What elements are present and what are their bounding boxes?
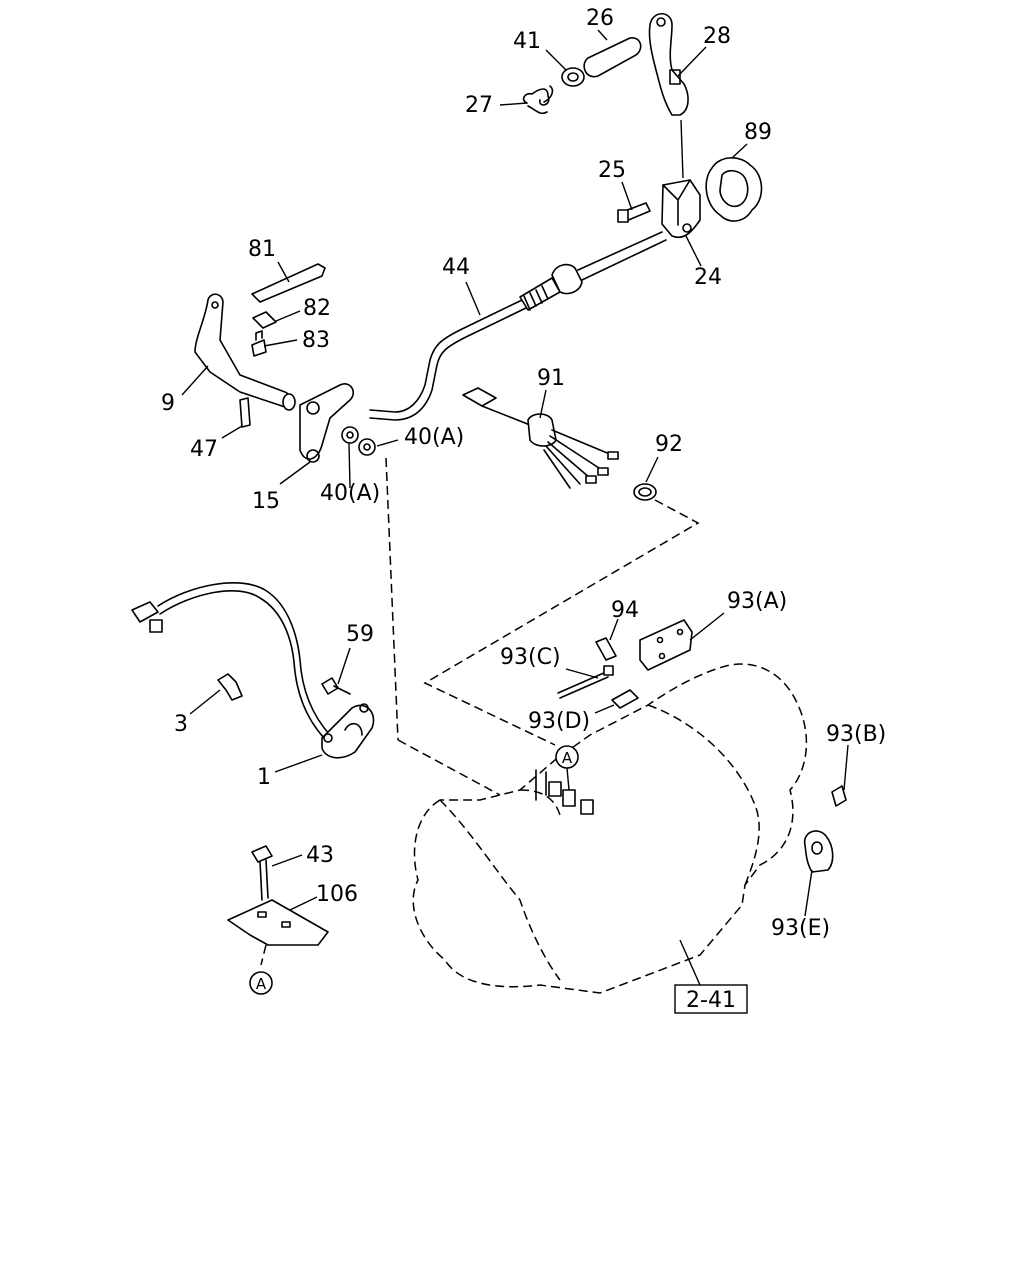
clip-93b xyxy=(831,785,847,807)
shift-rod-44 xyxy=(369,231,667,421)
bolt-43 xyxy=(251,845,273,901)
lever-15 xyxy=(299,383,355,463)
bolt-59 xyxy=(321,677,351,695)
clamp-93e xyxy=(803,830,834,873)
callout-91: 91 xyxy=(537,366,565,391)
callout-93b: 93(B) xyxy=(826,722,886,747)
callout-82: 82 xyxy=(303,296,331,321)
boss-1 xyxy=(548,781,562,797)
callout-1: 1 xyxy=(257,765,271,790)
callout-93e: 93(E) xyxy=(771,916,830,941)
reference-box: 2-41 xyxy=(674,984,748,1014)
callout-81: 81 xyxy=(248,237,276,262)
tie-93c xyxy=(557,665,614,699)
sensor-1 xyxy=(321,703,375,759)
callout-24: 24 xyxy=(694,265,722,290)
callout-83: 83 xyxy=(302,328,330,353)
marker-a-bottom-text: A xyxy=(256,975,267,993)
bolt-25 xyxy=(617,202,651,223)
marker-a-top-text: A xyxy=(562,749,573,767)
callout-106: 106 xyxy=(316,882,358,907)
plate-106 xyxy=(227,899,329,946)
callout-93d: 93(D) xyxy=(528,709,590,734)
plate-81 xyxy=(251,263,326,303)
marker-a-bottom: A xyxy=(249,971,273,995)
pin-47 xyxy=(239,397,251,428)
callout-44: 44 xyxy=(442,255,470,280)
callout-leaders xyxy=(181,29,849,986)
callout-9: 9 xyxy=(161,391,175,416)
callout-15: 15 xyxy=(252,489,280,514)
harness-91 xyxy=(462,387,619,489)
lever-28 xyxy=(648,12,689,116)
transmission-housing xyxy=(412,663,808,994)
callout-47: 47 xyxy=(190,437,218,462)
lever-shaft-9 xyxy=(194,293,296,411)
pin-26 xyxy=(583,37,642,78)
guide-lines xyxy=(260,457,700,966)
gasket-89 xyxy=(705,157,763,222)
washer-41 xyxy=(561,67,585,87)
callout-26: 26 xyxy=(586,6,614,31)
bracket-93a xyxy=(639,619,693,671)
o-ring-92 xyxy=(633,483,657,501)
callout-28: 28 xyxy=(703,24,731,49)
bolt-83 xyxy=(251,330,267,357)
callout-89: 89 xyxy=(744,120,772,145)
boss-3 xyxy=(580,799,594,815)
sensor-cable xyxy=(131,582,331,739)
callout-92: 92 xyxy=(655,432,683,457)
plate-82 xyxy=(252,311,277,329)
nut-40a-1 xyxy=(341,426,359,444)
bolt-94 xyxy=(595,637,617,661)
callout-93a: 93(A) xyxy=(727,589,787,614)
callout-40a-upper: 40(A) xyxy=(404,425,464,450)
bracket-24 xyxy=(661,179,701,239)
callout-93c: 93(C) xyxy=(500,645,561,670)
callout-59: 59 xyxy=(346,622,374,647)
callout-94: 94 xyxy=(611,598,639,623)
nut-40a-2 xyxy=(358,438,376,456)
callout-27: 27 xyxy=(465,93,493,118)
clip-93d xyxy=(611,689,639,709)
callout-43: 43 xyxy=(306,843,334,868)
callout-labels: 26 41 28 27 89 25 24 81 82 83 44 9 47 91… xyxy=(161,6,886,941)
centerline-28-24 xyxy=(680,119,684,179)
boss-2 xyxy=(562,789,576,807)
callout-3: 3 xyxy=(174,712,188,737)
reference-box-text: 2-41 xyxy=(686,988,736,1013)
spring-27 xyxy=(522,85,554,115)
clip-3 xyxy=(217,673,243,701)
callout-41: 41 xyxy=(513,29,541,54)
marker-a-top: A xyxy=(555,745,579,791)
callout-40a-lower: 40(A) xyxy=(320,481,380,506)
callout-25: 25 xyxy=(598,158,626,183)
